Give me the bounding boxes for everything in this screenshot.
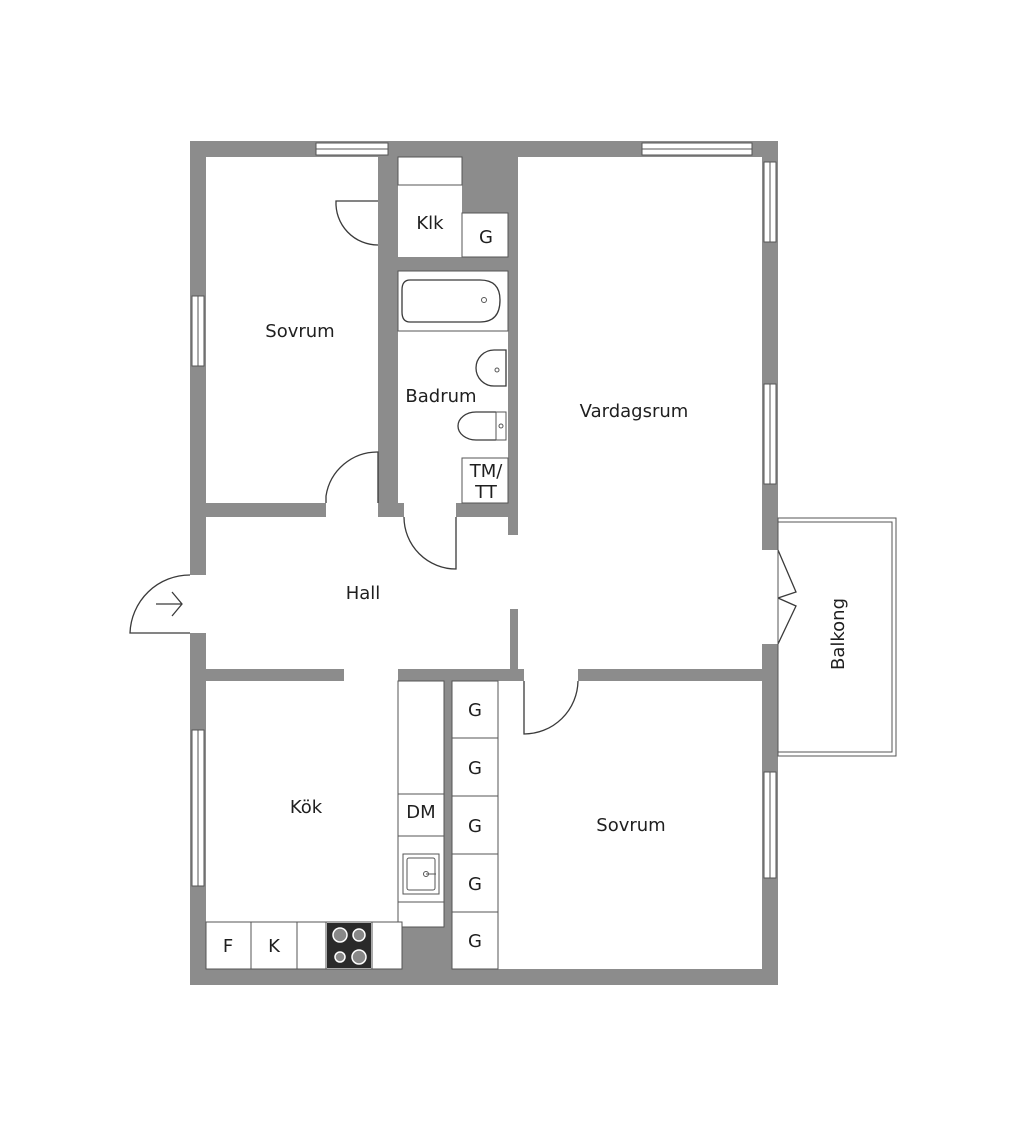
wardrobe-label: G bbox=[468, 874, 482, 895]
sink-icon bbox=[402, 853, 440, 895]
room-label-klk: Klk bbox=[416, 213, 444, 234]
balcony-door-bottom bbox=[777, 597, 797, 645]
klk-fixtures bbox=[397, 156, 509, 258]
room-label-sovrum-top: Sovrum bbox=[265, 321, 334, 342]
room-label-hall: Hall bbox=[346, 583, 381, 604]
doors bbox=[129, 200, 797, 735]
room-label-vardagsrum: Vardagsrum bbox=[580, 401, 689, 422]
klk-cabinet-label: G bbox=[479, 227, 493, 248]
toilet-icon bbox=[457, 411, 496, 441]
dishwasher-label: DM bbox=[406, 802, 435, 823]
entrance-arrow-icon bbox=[156, 591, 183, 617]
interior-walls bbox=[206, 157, 762, 969]
room-label-balkong: Balkong bbox=[828, 598, 849, 670]
balcony bbox=[777, 517, 897, 757]
wardrobe-label: G bbox=[468, 931, 482, 952]
klk-door bbox=[335, 200, 379, 246]
entrance-door bbox=[129, 574, 191, 634]
badrum-door bbox=[403, 516, 457, 570]
balcony-door-top bbox=[777, 549, 797, 599]
wardrobe-label: G bbox=[468, 700, 482, 721]
windows bbox=[191, 142, 777, 887]
room-label-sovrum-bottom: Sovrum bbox=[596, 815, 665, 836]
bathroom-fixtures bbox=[397, 270, 509, 504]
fridge-label: K bbox=[268, 936, 281, 957]
washer-dryer-label-1: TM/ bbox=[469, 461, 504, 482]
room-label-kok: Kök bbox=[290, 797, 323, 818]
bathtub-icon bbox=[401, 279, 501, 323]
sovrum-bottom-door bbox=[523, 680, 579, 735]
kitchen-fixtures bbox=[205, 680, 445, 970]
sovrum-top-door bbox=[325, 451, 379, 503]
wardrobe-label: G bbox=[468, 816, 482, 837]
stove-icon bbox=[327, 923, 371, 968]
wardrobes bbox=[451, 680, 499, 970]
freezer-label: F bbox=[223, 936, 233, 957]
room-label-badrum: Badrum bbox=[405, 386, 476, 407]
wardrobe-label: G bbox=[468, 758, 482, 779]
door-openings bbox=[190, 550, 778, 644]
washer-dryer-label-2: TT bbox=[474, 482, 498, 503]
washbasin-icon bbox=[475, 349, 507, 387]
